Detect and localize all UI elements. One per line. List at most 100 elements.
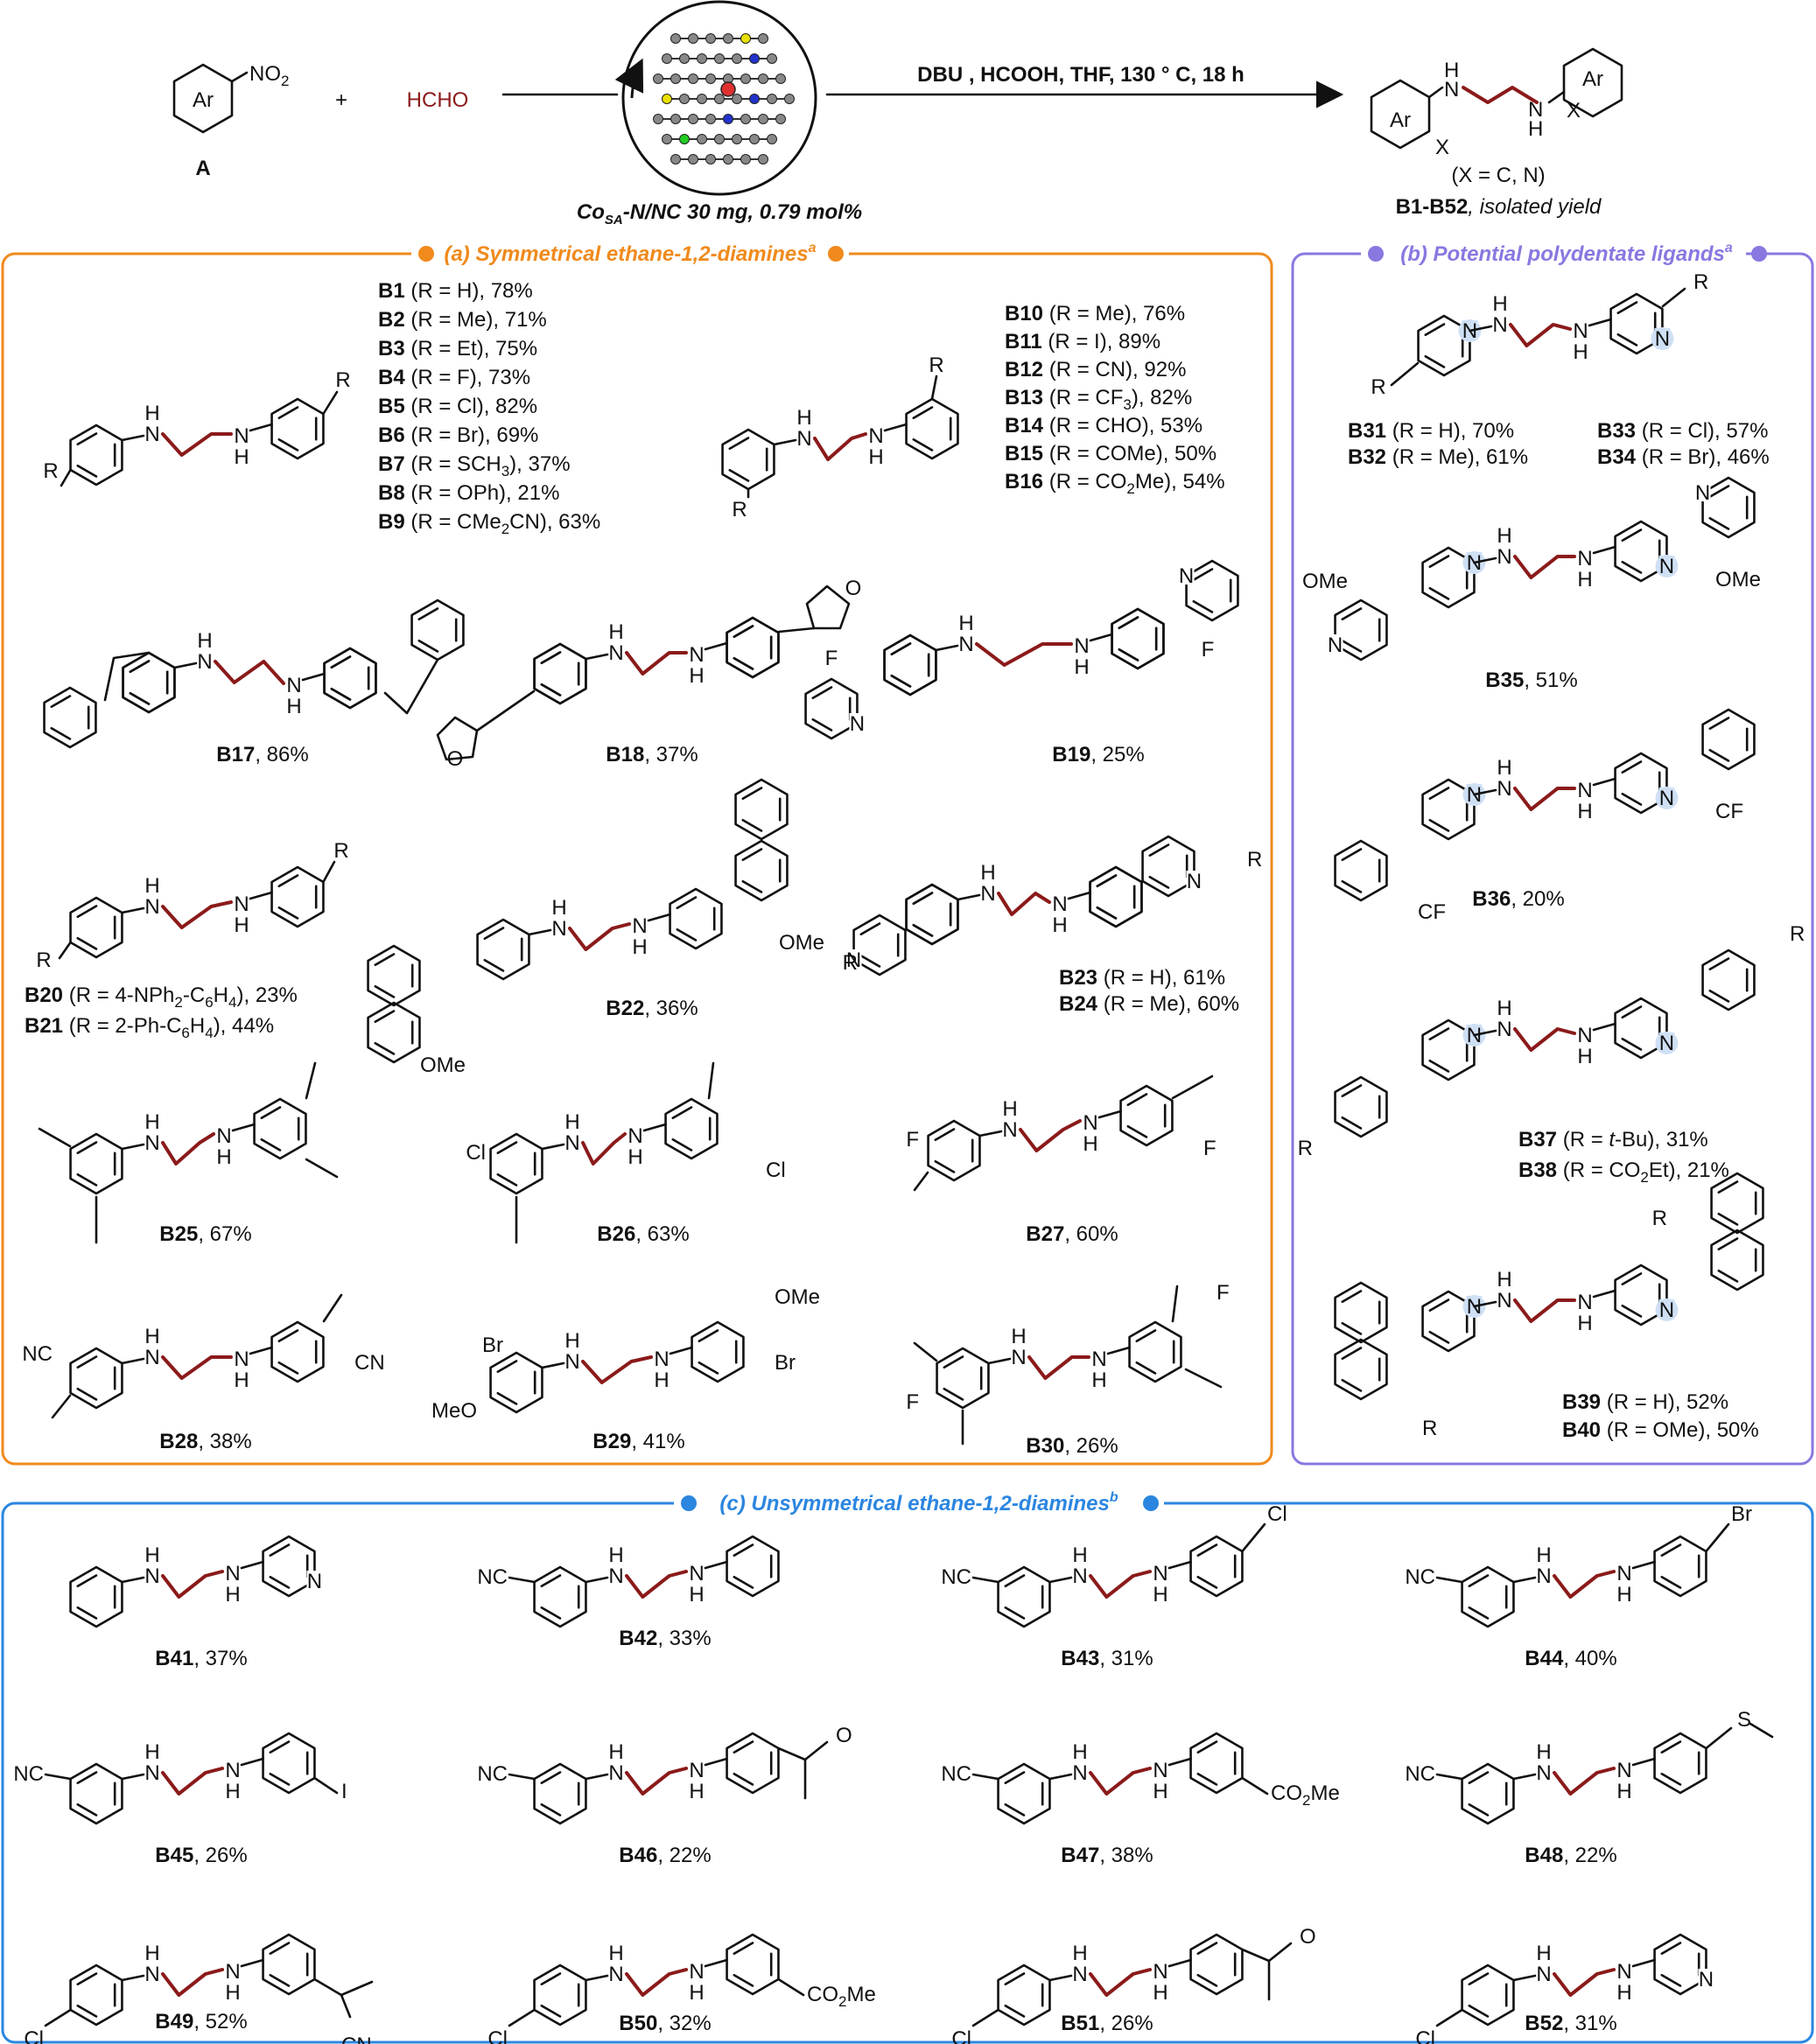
svg-text:NC: NC [1405, 1565, 1435, 1589]
svg-text:N: N [234, 892, 249, 916]
compound-label: B46, 22% [619, 1844, 711, 1867]
svg-text:N: N [564, 1350, 579, 1374]
benzene-ring [1111, 607, 1165, 670]
catalyst-circle [614, 0, 817, 196]
benzene-ring [669, 887, 723, 950]
compound-label: B9 (R = CMe2CN), 63% [378, 510, 600, 537]
svg-text:Br: Br [775, 1351, 796, 1375]
svg-text:H: H [225, 1780, 240, 1803]
svg-text:N: N [1497, 545, 1511, 569]
compound-label: B38 (R = CO2Et), 21% [1518, 1158, 1729, 1186]
benzene-ring [69, 1347, 123, 1410]
compound-label: B31 (R = H), 70% [1348, 419, 1514, 443]
svg-text:CN: CN [354, 1351, 385, 1375]
svg-text:H: H [868, 445, 883, 469]
compound-label: B43, 31% [1061, 1647, 1153, 1670]
compound-label: B12 (R = CN), 92% [1005, 358, 1186, 382]
compound-label: B27, 60% [1026, 1222, 1118, 1246]
compound-label: B24 (R = Me), 60% [1059, 992, 1239, 1016]
svg-text:H: H [628, 1145, 642, 1169]
benzene-ring [726, 1732, 780, 1795]
catalyst-loading: CoSA-N/NC 30 mg, 0.79 mol% [577, 200, 862, 228]
svg-text:N: N [144, 1131, 159, 1155]
benzene-ring: N [1178, 559, 1239, 622]
svg-text:NC: NC [941, 1762, 971, 1786]
benzene-ring: N [1417, 314, 1482, 377]
svg-text:N: N [608, 1564, 623, 1588]
benzene-ring [533, 1762, 587, 1825]
product-note: (X = C, N) [1451, 164, 1545, 187]
svg-text:H: H [564, 1110, 579, 1134]
svg-text:N: N [564, 1131, 579, 1155]
svg-text:H: H [1002, 1097, 1017, 1121]
svg-text:N: N [1659, 1032, 1674, 1055]
svg-text:MeO: MeO [431, 1399, 477, 1423]
svg-text:N: N [1536, 1963, 1551, 1986]
svg-text:S: S [1737, 1708, 1751, 1732]
compound-label: B26, 63% [597, 1222, 689, 1246]
nitro-group: NO2 [249, 62, 289, 89]
svg-text:N: N [689, 643, 704, 667]
svg-text:H: H [1577, 800, 1592, 823]
compound-label: B23 (R = H), 61% [1059, 966, 1225, 990]
svg-text:N: N [1492, 313, 1507, 337]
svg-text:H: H [1536, 1544, 1551, 1567]
benzene-ring [997, 1964, 1051, 2026]
benzene-ring [1089, 865, 1143, 928]
svg-text:H: H [197, 629, 212, 653]
svg-text:H: H [234, 445, 249, 469]
compound-label: B10 (R = Me), 76% [1005, 302, 1185, 326]
compound-label: B15 (R = COMe), 50% [1005, 442, 1217, 466]
svg-text:O: O [1300, 1925, 1316, 1949]
benzene-ring [69, 1132, 123, 1195]
svg-text:H: H [608, 1942, 623, 1965]
benzene-ring [367, 944, 421, 1007]
benzene-ring [1334, 1338, 1388, 1401]
benzene-ring [1119, 1084, 1174, 1147]
compound-label: B13 (R = CF3), 82% [1005, 386, 1192, 413]
svg-text:H: H [1616, 1583, 1631, 1606]
benzene-ring: N [1614, 997, 1679, 1060]
svg-text:N: N [850, 712, 865, 736]
svg-text:H: H [1577, 1312, 1592, 1335]
svg-text:CF: CF [1715, 800, 1743, 823]
svg-text:N: N [1328, 634, 1343, 657]
svg-text:R: R [929, 354, 943, 377]
svg-text:N: N [1072, 1963, 1087, 1986]
svg-text:N: N [628, 1124, 642, 1148]
molecule-drawings: NHNHRRNHNHRRNHNHNHNHOONHNHNFNFNHNHRRNHNH… [13, 270, 1805, 2044]
benzene-ring: N [1614, 752, 1679, 815]
svg-text:N: N [1536, 1761, 1551, 1785]
svg-text:H: H [1083, 1132, 1097, 1156]
svg-text:R: R [1247, 848, 1262, 872]
benzene-ring: N [1327, 598, 1388, 662]
compound-label: B18, 37% [606, 743, 698, 766]
compound-label: B7 (R = SCH3), 37% [378, 452, 571, 480]
svg-text:R: R [1298, 1137, 1313, 1160]
benzene-ring [270, 1320, 325, 1383]
svg-text:Br: Br [1731, 1502, 1752, 1526]
svg-text:H: H [144, 1544, 159, 1567]
svg-text:X: X [1567, 99, 1581, 122]
compound-label: B32 (R = Me), 61% [1348, 445, 1528, 469]
compound-label: B35, 51% [1485, 668, 1577, 692]
svg-text:N: N [980, 882, 995, 906]
benzene-ring [1653, 1732, 1707, 1795]
svg-text:N: N [1187, 870, 1202, 893]
svg-text:R: R [335, 368, 350, 392]
svg-text:F: F [1203, 1137, 1217, 1160]
svg-text:N: N [1577, 1291, 1592, 1314]
compound-label: B28, 38% [159, 1430, 251, 1453]
benzene-ring: N [1653, 1933, 1714, 1996]
svg-text:N: N [689, 1960, 704, 1984]
svg-text:O: O [845, 577, 862, 600]
compound-label: B34 (R = Br), 46% [1597, 445, 1770, 469]
compound-label: B19, 25% [1052, 743, 1144, 766]
benzene-ring [533, 642, 587, 705]
svg-text:H: H [1153, 1780, 1167, 1803]
svg-text:Cl: Cl [1415, 2027, 1435, 2044]
benzene-ring [1189, 1933, 1244, 1996]
svg-text:H: H [144, 402, 159, 425]
svg-text:H: H [564, 1329, 579, 1353]
